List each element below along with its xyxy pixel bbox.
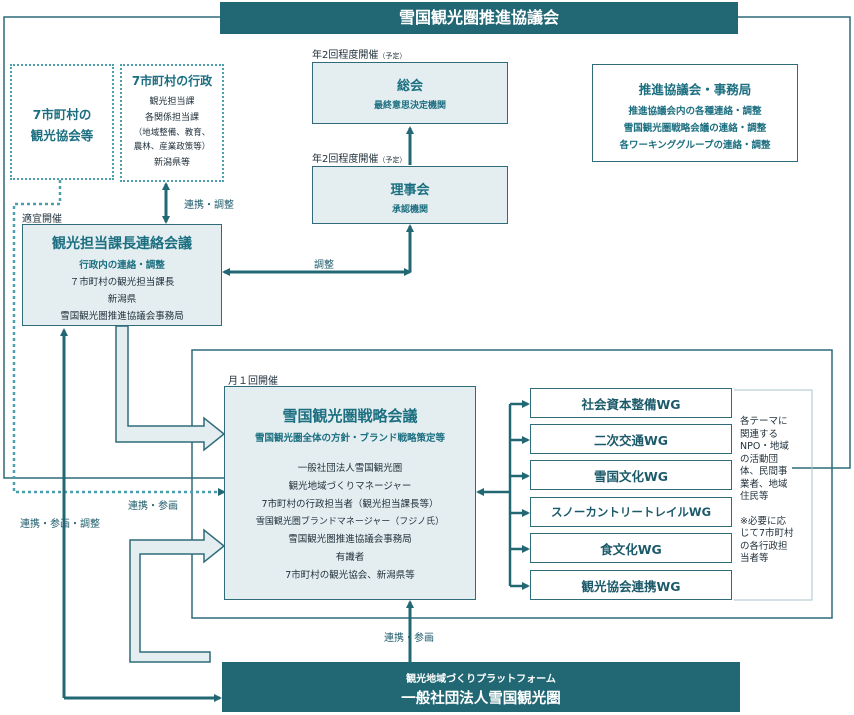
strategy-member: 7市町村の行政担当者（観光担当課長等）: [261, 499, 439, 510]
label-coop-join-platform: 連携・参画: [384, 633, 434, 644]
wg-note-line: NPO・地域: [740, 441, 789, 452]
assoc-line2: 観光協会等: [30, 128, 94, 143]
admin-line: 観光担当課: [149, 97, 195, 107]
liaison-line: 雪国観光圏推進協議会事務局: [60, 311, 184, 322]
council-bar: 雪国観光圏推進協議会: [220, 2, 738, 34]
wg-association-collab: 観光協会連携WG: [530, 570, 732, 600]
secretariat-line: 雪国観光圏戦略会議の連絡・調整: [623, 123, 767, 134]
general-sub: 最終意思決定機関: [373, 101, 446, 111]
strategy-member: 7市町村の観光協会、新潟県等: [285, 570, 415, 581]
liaison-line: 新潟県: [107, 294, 137, 305]
strategy-member: 雪国観光圏推進協議会事務局: [288, 534, 412, 545]
admin-line: （地域整備、教育、: [133, 128, 211, 138]
secretariat-line: 各ワーキンググループの連絡・調整: [619, 140, 771, 151]
tourism-associations-box: 7市町村の 観光協会等: [10, 64, 114, 180]
council-title: 雪国観光圏推進協議会: [398, 8, 559, 27]
secretariat-box: 推進協議会・事務局 推進協議会内の各種連絡・調整 雪国観光圏戦略会議の連絡・調整…: [592, 64, 798, 162]
board-frequency-note: （予定）: [378, 156, 407, 164]
platform-sub: 観光地域づくりプラットフォーム: [406, 674, 556, 685]
general-frequency: 年2回程度開催（予定）: [312, 50, 407, 61]
admin-line: 農林、産業政策等）: [133, 142, 211, 152]
wg-note-line: 体、民間事: [740, 466, 788, 477]
label-coop-join-adjust: 連携・参画・調整: [20, 519, 100, 530]
liaison-sub: 行政内の連絡・調整: [79, 260, 165, 271]
general-assembly-box: 総会 最終意思決定機関: [312, 62, 508, 124]
general-frequency-note: （予定）: [378, 52, 407, 60]
admin-line: 各関係担当課: [144, 113, 199, 123]
wg-note-line: の各行政担: [740, 540, 788, 552]
label-adjust: 調整: [314, 260, 334, 271]
secretariat-title: 推進協議会・事務局: [638, 82, 752, 97]
wg-note-line: じて7市町村: [740, 528, 794, 539]
strategy-frequency: 月１回開催: [228, 376, 278, 387]
liaison-title: 観光担当課長連絡会議: [52, 236, 192, 252]
platform-title: 一般社団法人雪国観光圏: [401, 691, 561, 707]
wg-note-line: 住民等: [740, 491, 769, 502]
strategy-member: 一般社団法人雪国観光圏: [297, 463, 403, 474]
general-title: 総会: [396, 79, 423, 94]
wg-infrastructure: 社会資本整備WG: [530, 388, 732, 418]
liaison-meeting-box: 観光担当課長連絡会議 行政内の連絡・調整 ７市町村の観光担当課長 新潟県 雪国観…: [22, 224, 222, 326]
strategy-sub: 雪国観光圏全体の方針・ブランド戦略策定等: [254, 433, 445, 444]
label-coordination: 連携・調整: [184, 200, 234, 211]
board-title: 理事会: [390, 183, 430, 198]
wg-snow-country-trail: スノーカントリートレイルWG: [530, 497, 732, 527]
assoc-line1: 7市町村の: [32, 107, 92, 122]
liaison-line: ７市町村の観光担当課長: [69, 277, 175, 288]
label-coop-join: 連携・参画: [128, 501, 178, 512]
strategy-title: 雪国観光圏戦略会議: [282, 407, 418, 425]
board-sub: 承認機関: [391, 205, 428, 215]
wg-food-culture: 食文化WG: [530, 533, 732, 563]
strategy-member: 雪国観光圏ブランドマネージャー（フジノ氏）: [255, 517, 445, 527]
wg-note-line: 関連する: [740, 428, 779, 440]
wg-members-note: 各テーマに 関連する NPO・地域 の活動団 体、民間事 業者、地域 住民等 ※…: [740, 416, 812, 566]
wg-note-line: の活動団: [740, 453, 779, 465]
board-frequency: 年2回程度開催（予定）: [312, 154, 407, 165]
wg-note-line: 各テーマに: [740, 416, 788, 427]
municipal-admin-box: 7市町村の行政 観光担当課 各関係担当課 （地域整備、教育、 農林、産業政策等）…: [120, 64, 224, 182]
secretariat-line: 推進協議会内の各種連絡・調整: [628, 106, 762, 117]
strategy-meeting-box: 雪国観光圏戦略会議 雪国観光圏全体の方針・ブランド戦略策定等 一般社団法人雪国観…: [224, 386, 476, 600]
strategy-member: 観光地域づくりマネージャー: [288, 481, 412, 492]
wg-note-line: 当者等: [740, 553, 769, 564]
strategy-member: 有識者: [335, 552, 365, 563]
wg-snow-culture: 雪国文化WG: [530, 460, 732, 490]
platform-bar: 観光地域づくりプラットフォーム 一般社団法人雪国観光圏: [222, 662, 740, 712]
wg-secondary-transport: 二次交通WG: [530, 424, 732, 454]
admin-line: 新潟県等: [153, 158, 190, 168]
admin-title: 7市町村の行政: [131, 74, 213, 88]
wg-note-line: ※必要に応: [740, 515, 786, 527]
liaison-frequency: 適宜開催: [22, 214, 62, 225]
wg-note-line: 業者、地域: [740, 478, 788, 490]
board-box: 理事会 承認機関: [312, 166, 508, 224]
